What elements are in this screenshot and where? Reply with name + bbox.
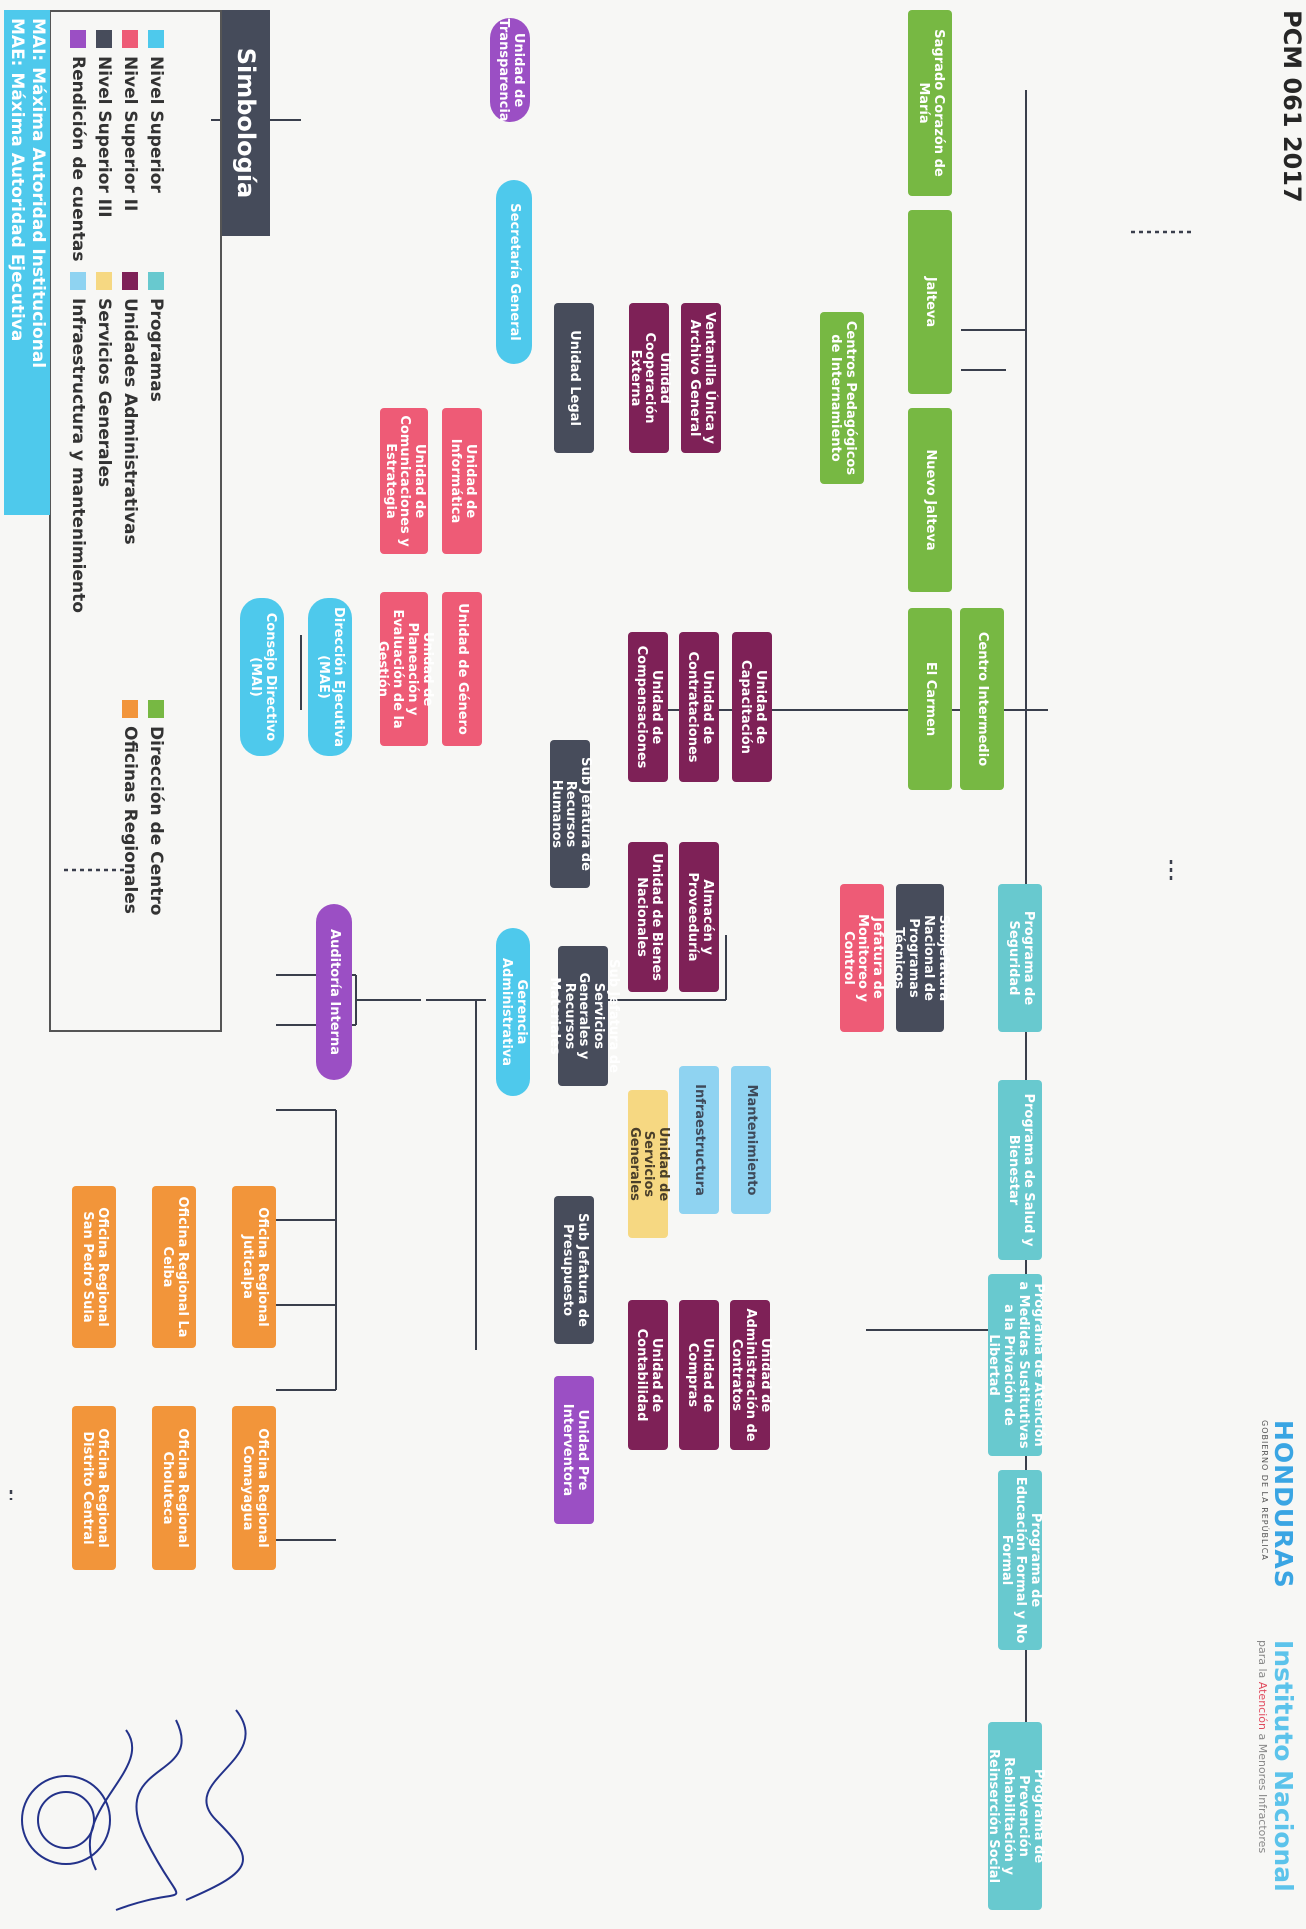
legend-item: Nivel Superior II xyxy=(120,30,140,211)
node-sj-servicios-generales: Sub Jefatura de Servicios Generales y Re… xyxy=(547,946,621,1086)
institute-tagline: para la Atención a Menores Infractores xyxy=(1256,1640,1269,1892)
legend-item: Servicios Generales xyxy=(94,272,114,487)
legend-swatch xyxy=(70,30,86,48)
node-unidad-servicios-generales: Unidad de Servicios Generales xyxy=(627,1090,671,1238)
legend-title: Simbología xyxy=(222,10,270,236)
node-unidad-contrataciones: Unidad de Contrataciones xyxy=(679,632,719,782)
node-infraestructura: Infraestructura xyxy=(679,1066,719,1214)
node-jalteva: Jalteva xyxy=(908,210,952,394)
legend-item: Infraestructura y mantenimiento xyxy=(68,272,88,613)
legend-label: Nivel Superior II xyxy=(120,56,140,212)
node-el-carmen: El Carmen xyxy=(908,608,952,790)
legend-swatch xyxy=(122,30,138,48)
brand-institute: Instituto Nacional para la Atención a Me… xyxy=(1256,1640,1298,1892)
legend-label: Nivel Superior III xyxy=(94,56,114,218)
legend-label: Unidades Administrativas xyxy=(120,298,140,545)
legend-label: Rendición de cuentas xyxy=(68,56,88,262)
node-programa-seguridad: Programa de Seguridad xyxy=(998,884,1042,1032)
brand-subtitle: GOBIERNO DE LA REPÚBLICA xyxy=(1260,1420,1269,1561)
node-subjefatura-programas: Subjefatura Nacional de Programas Técnic… xyxy=(891,884,951,1032)
node-unidad-planeacion: Unidad de Planeación y Evaluación de la … xyxy=(375,592,435,746)
legend-swatch xyxy=(148,30,164,48)
note-mai: MAI: Máxima Autoridad Institucional xyxy=(28,18,48,369)
node-gerencia-administrativa: Gerencia Administrativa xyxy=(496,928,530,1096)
legend-swatch xyxy=(70,272,86,290)
legend-item: Rendición de cuentas xyxy=(68,30,88,261)
node-oficina-san-pedro-sula: Oficina Regional San Pedro Sula xyxy=(72,1186,116,1348)
node-unidad-compensaciones: Unidad de Compensaciones xyxy=(628,632,668,782)
node-oficina-choluteca: Oficina Regional Choluteca xyxy=(152,1406,196,1570)
legend-item: Oficinas Regionales xyxy=(120,700,140,914)
node-unidad-capacitacion: Unidad de Capacitación xyxy=(732,632,772,782)
legend-swatch xyxy=(96,30,112,48)
node-consejo-directivo: Consejo Directivo (MAI) xyxy=(240,598,284,756)
node-sagrado-corazon: Sagrado Corazón de María xyxy=(908,10,952,196)
node-unidad-informatica: Unidad de Informática xyxy=(442,408,482,554)
legend-swatch xyxy=(122,700,138,718)
legend-label: Programas xyxy=(146,298,166,402)
node-programa-atencion: Programa de Atención a Medidas Sustituti… xyxy=(986,1274,1046,1456)
node-unidad-comunicaciones: Unidad de Comunicaciones y Estrategia xyxy=(380,408,428,554)
node-unidad-cooperacion: Unidad Cooperación Externa xyxy=(628,303,672,453)
document-title: PCM 061 2017 xyxy=(1278,10,1306,203)
abbreviation-notes: MAI: Máxima Autoridad Institucional MAE:… xyxy=(4,10,50,515)
legend-label: Infraestructura y mantenimiento xyxy=(68,298,88,613)
legend-item: Dirección de Centro xyxy=(146,700,166,915)
signature-stamp xyxy=(21,1709,247,1911)
node-ventanilla-unica: Ventanilla Única y Archivo General xyxy=(681,303,721,453)
legend-item: Unidades Administrativas xyxy=(120,272,140,545)
node-oficina-la-ceiba: Oficina Regional La Ceiba xyxy=(152,1186,196,1348)
node-unidad-compras: Unidad de Compras xyxy=(679,1300,719,1450)
legend-item: Nivel Superior xyxy=(146,30,166,193)
legend-item: Programas xyxy=(146,272,166,402)
legend-label: Servicios Generales xyxy=(94,298,114,488)
node-oficina-distrito-central: Oficina Regional Distrito Central xyxy=(72,1406,116,1570)
node-unidad-pre-interventora: Unidad Pre Interventora xyxy=(554,1376,594,1524)
node-programa-prevencion: Programa de Prevención Rehabilitación y … xyxy=(986,1722,1046,1910)
node-sj-presupuesto: Sub Jefatura de Presupuesto xyxy=(554,1196,594,1344)
node-unidad-contabilidad: Unidad de Contabilidad xyxy=(628,1300,668,1450)
node-nuevo-jalteva: Nuevo Jalteva xyxy=(908,408,952,592)
node-direccion-ejecutiva: Dirección Ejecutiva (MAE) xyxy=(308,598,352,756)
node-mantenimiento: Mantenimiento xyxy=(731,1066,771,1214)
legend-swatch xyxy=(148,700,164,718)
brand-name: HONDURAS xyxy=(1269,1420,1298,1589)
legend-label: Oficinas Regionales xyxy=(120,726,140,914)
node-unidad-transparencia: Unidad de Transparencia xyxy=(490,18,530,122)
legend-label: Dirección de Centro xyxy=(146,726,166,916)
node-almacen: Almacén y Proveeduría xyxy=(679,842,719,992)
legend-item: Nivel Superior III xyxy=(94,30,114,218)
node-unidad-bienes: Unidad de Bienes Nacionales xyxy=(628,842,668,992)
legend-swatch xyxy=(122,272,138,290)
tagline-highlight: Atención xyxy=(1256,1681,1269,1730)
node-centro-intermedio: Centro Intermedio xyxy=(960,608,1004,790)
node-oficina-juticalpa: Oficina Regional Juticalpa xyxy=(232,1186,276,1348)
node-oficina-comayagua: Oficina Regional Comayagua xyxy=(232,1406,276,1570)
node-programa-salud: Programa de Salud y Bienestar xyxy=(998,1080,1042,1260)
node-centros-pedagogicos: Centros Pedagógicos de Internamiento xyxy=(820,312,864,484)
legend-swatch xyxy=(148,272,164,290)
node-unidad-genero: Unidad de Género xyxy=(442,592,482,746)
legend-swatch xyxy=(96,272,112,290)
note-mae: MAE: Máxima Autoridad Ejecutiva xyxy=(7,18,27,342)
legend-label: Nivel Superior xyxy=(146,56,166,193)
institute-name: Instituto Nacional xyxy=(1269,1640,1298,1892)
node-auditoria-interna: Auditoría Interna xyxy=(316,904,352,1080)
node-secretaria-general: Secretaría General xyxy=(496,180,532,364)
node-programa-educacion: Programa de Educación Formal y No Formal xyxy=(998,1470,1043,1650)
tagline-post: a Menores Infractores xyxy=(1256,1733,1269,1854)
node-unidad-legal: Unidad Legal xyxy=(554,303,594,453)
tagline-pre: para la xyxy=(1256,1640,1269,1679)
node-unidad-admin-contratos: Unidad de Administración de Contratos xyxy=(729,1300,773,1450)
brand-honduras: HONDURAS GOBIERNO DE LA REPÚBLICA xyxy=(1260,1420,1298,1589)
node-jefatura-monitoreo: Jefatura de Monitoreo y Control xyxy=(840,884,885,1032)
node-sj-recursos-humanos: Sub Jefatura de Recursos Humanos xyxy=(549,740,593,888)
